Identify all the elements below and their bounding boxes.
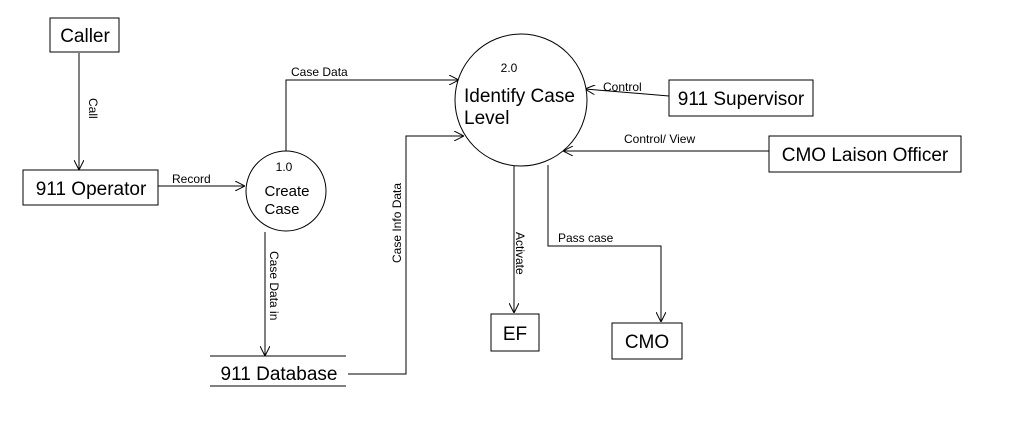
process-create-case-line1: Create	[264, 183, 309, 200]
entity-ef: EF	[490, 313, 540, 352]
flow-pass-case-label: Pass case	[558, 231, 614, 245]
flow-call-label: Call	[86, 98, 100, 119]
entity-911-operator: 911 Operator	[22, 169, 159, 206]
entity-911-supervisor: 911 Supervisor	[668, 79, 814, 117]
datastore-911-database: 911 Database	[210, 355, 346, 387]
entity-ef-label: EF	[503, 324, 527, 345]
process-create-case-number: 1.0	[276, 160, 293, 174]
entity-cmo-label: CMO	[625, 332, 669, 353]
flow-case-info-data-line	[348, 136, 464, 375]
entity-911-operator-label: 911 Operator	[36, 179, 147, 200]
datastore-911-database-label: 911 Database	[221, 364, 338, 385]
process-identify-case-number: 2.0	[501, 61, 518, 75]
entity-cmo-laison-officer: CMO Laison Officer	[768, 135, 962, 173]
flow-control-label: Control	[603, 80, 642, 94]
flow-control-view-label: Control/ View	[624, 132, 695, 146]
flow-case-data-label: Case Data	[291, 65, 348, 79]
process-create-case: 1.0 Create Case	[245, 150, 327, 232]
flow-control-line	[585, 89, 670, 97]
flow-activate-label: Activate	[513, 232, 527, 275]
flow-record-label: Record	[172, 172, 211, 186]
entity-caller: Caller	[49, 17, 120, 53]
process-identify-case-level: 2.0 Identify Case Level	[454, 33, 588, 167]
process-create-case-line2: Case	[264, 201, 299, 218]
process-identify-case-line1: Identify Case	[464, 86, 575, 107]
flow-case-info-data-label: Case Info Data	[390, 183, 404, 263]
entity-cmo-laison-officer-label: CMO Laison Officer	[782, 145, 949, 166]
entity-911-supervisor-label: 911 Supervisor	[678, 89, 805, 110]
flow-case-data-in-label: Case Data in	[267, 251, 281, 320]
entity-cmo: CMO	[611, 322, 683, 360]
flow-pass-case-line	[547, 165, 661, 322]
flow-case-data-line	[285, 80, 459, 152]
process-identify-case-line2: Level	[464, 108, 509, 129]
entity-caller-label: Caller	[60, 26, 110, 47]
